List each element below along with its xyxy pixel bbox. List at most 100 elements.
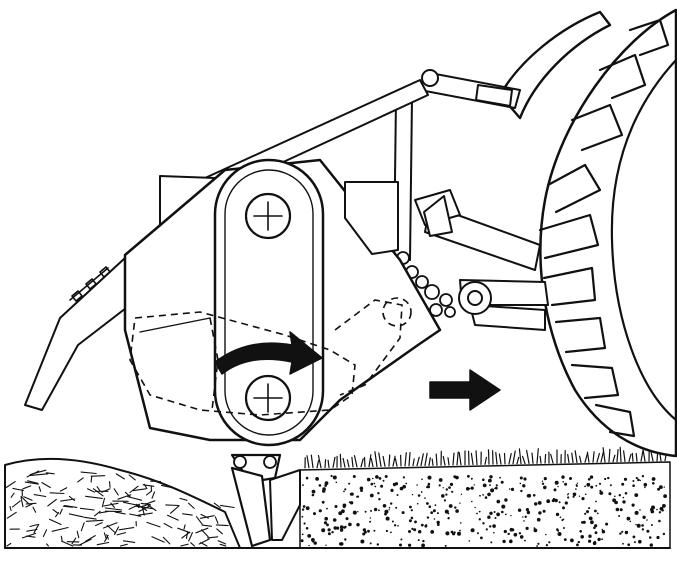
mulch-stroke <box>22 485 32 490</box>
mulch-stroke <box>12 487 24 492</box>
soil-speck <box>470 477 473 480</box>
soil-speck <box>586 510 589 514</box>
soil-speck <box>484 496 488 499</box>
soil-speck <box>424 497 426 499</box>
soil-speck <box>575 488 577 490</box>
soil-speck <box>408 519 412 523</box>
soil-speck <box>352 475 356 478</box>
mulch-stroke <box>55 511 60 518</box>
mulch-stroke <box>198 538 210 545</box>
grass-blade <box>508 453 512 465</box>
soil-speck <box>541 482 545 485</box>
mulch-stroke <box>71 537 77 545</box>
soil-speck <box>634 493 639 497</box>
soil-speck <box>588 539 592 543</box>
soil-speck <box>501 510 504 514</box>
soil-speck <box>504 498 508 502</box>
soil-speck <box>417 539 420 542</box>
mulch-stroke <box>33 494 47 498</box>
soil-speck <box>552 497 556 501</box>
mulch-stroke <box>101 497 106 508</box>
mulch-stroke <box>29 524 38 528</box>
mulch-stroke <box>124 491 131 498</box>
soil-speck <box>339 542 343 546</box>
grass-blade <box>346 459 350 468</box>
mulch-stroke <box>187 502 195 509</box>
soil-speck <box>366 477 371 482</box>
soil-speck <box>494 517 497 519</box>
soil-speck <box>432 509 436 513</box>
soil-speck <box>543 485 547 490</box>
soil-speck <box>576 482 579 484</box>
soil-speck <box>520 489 523 493</box>
mulch-stroke <box>182 513 193 516</box>
grass-blade <box>431 458 434 466</box>
soil-speck <box>420 523 424 527</box>
mulch-stroke <box>128 474 136 481</box>
soil-speck <box>455 509 459 513</box>
soil-speck <box>420 491 423 493</box>
soil-speck <box>476 532 479 535</box>
mulch-stroke <box>26 470 40 478</box>
soil-speck <box>559 516 562 518</box>
soil-speck <box>580 535 584 539</box>
soil-speck <box>607 476 610 480</box>
mulch-stroke <box>68 513 84 518</box>
soil-speck <box>360 539 365 544</box>
mulch-stroke <box>118 527 135 531</box>
soil-speck <box>482 483 487 488</box>
soil-speck <box>399 543 402 547</box>
soil-speck <box>382 504 387 508</box>
grass-blade <box>388 454 391 467</box>
soil-speck <box>476 512 478 515</box>
soil-speck <box>390 531 392 534</box>
soil-speck <box>659 485 663 489</box>
soil-speck <box>341 509 345 514</box>
grass-blade <box>550 453 554 464</box>
soil-speck <box>519 482 522 485</box>
soil-speck <box>362 532 366 536</box>
mulch-stroke <box>48 518 62 526</box>
soil-speck <box>577 540 580 544</box>
soil-speck <box>388 509 390 511</box>
soil-speck <box>400 538 403 541</box>
soil-speck <box>410 509 413 512</box>
mulch-stroke <box>115 473 125 480</box>
soil-speck <box>634 510 639 515</box>
mulch-stroke <box>25 503 33 508</box>
soil-speck <box>344 538 347 541</box>
grass-blade <box>368 454 372 468</box>
soil-speck <box>369 517 371 519</box>
soil-speck <box>380 484 384 488</box>
mulch-stroke <box>90 476 93 483</box>
soil-speck <box>581 521 584 524</box>
mulch-stroke <box>5 481 16 489</box>
soil-speck <box>597 537 601 542</box>
soil-speck <box>641 524 644 527</box>
grass-blade <box>378 452 382 467</box>
grass-blade <box>516 456 520 465</box>
soil-speck <box>447 517 450 520</box>
soil-speck <box>375 475 379 479</box>
grass-blade <box>316 459 320 469</box>
soil-speck <box>604 477 607 481</box>
pulley-icon <box>244 192 292 240</box>
soil-speck <box>541 480 544 482</box>
mulch-stroke <box>110 502 115 509</box>
grass-blade <box>382 455 386 467</box>
soil-speck <box>494 486 498 490</box>
soil-speck <box>545 533 547 536</box>
soil-speck <box>444 544 447 547</box>
soil-speck <box>627 543 630 546</box>
soil-speck <box>538 511 542 515</box>
soil-speck <box>334 505 338 508</box>
pulley-icon <box>244 374 292 422</box>
soil-speck <box>658 519 661 523</box>
mulch-stroke <box>38 486 42 492</box>
soil-speck <box>421 543 425 548</box>
soil-speck <box>633 541 636 544</box>
mulch-stroke <box>160 484 173 489</box>
mulch-stroke <box>179 497 188 501</box>
soil-speck <box>595 484 598 487</box>
mulch-stroke <box>165 504 180 507</box>
